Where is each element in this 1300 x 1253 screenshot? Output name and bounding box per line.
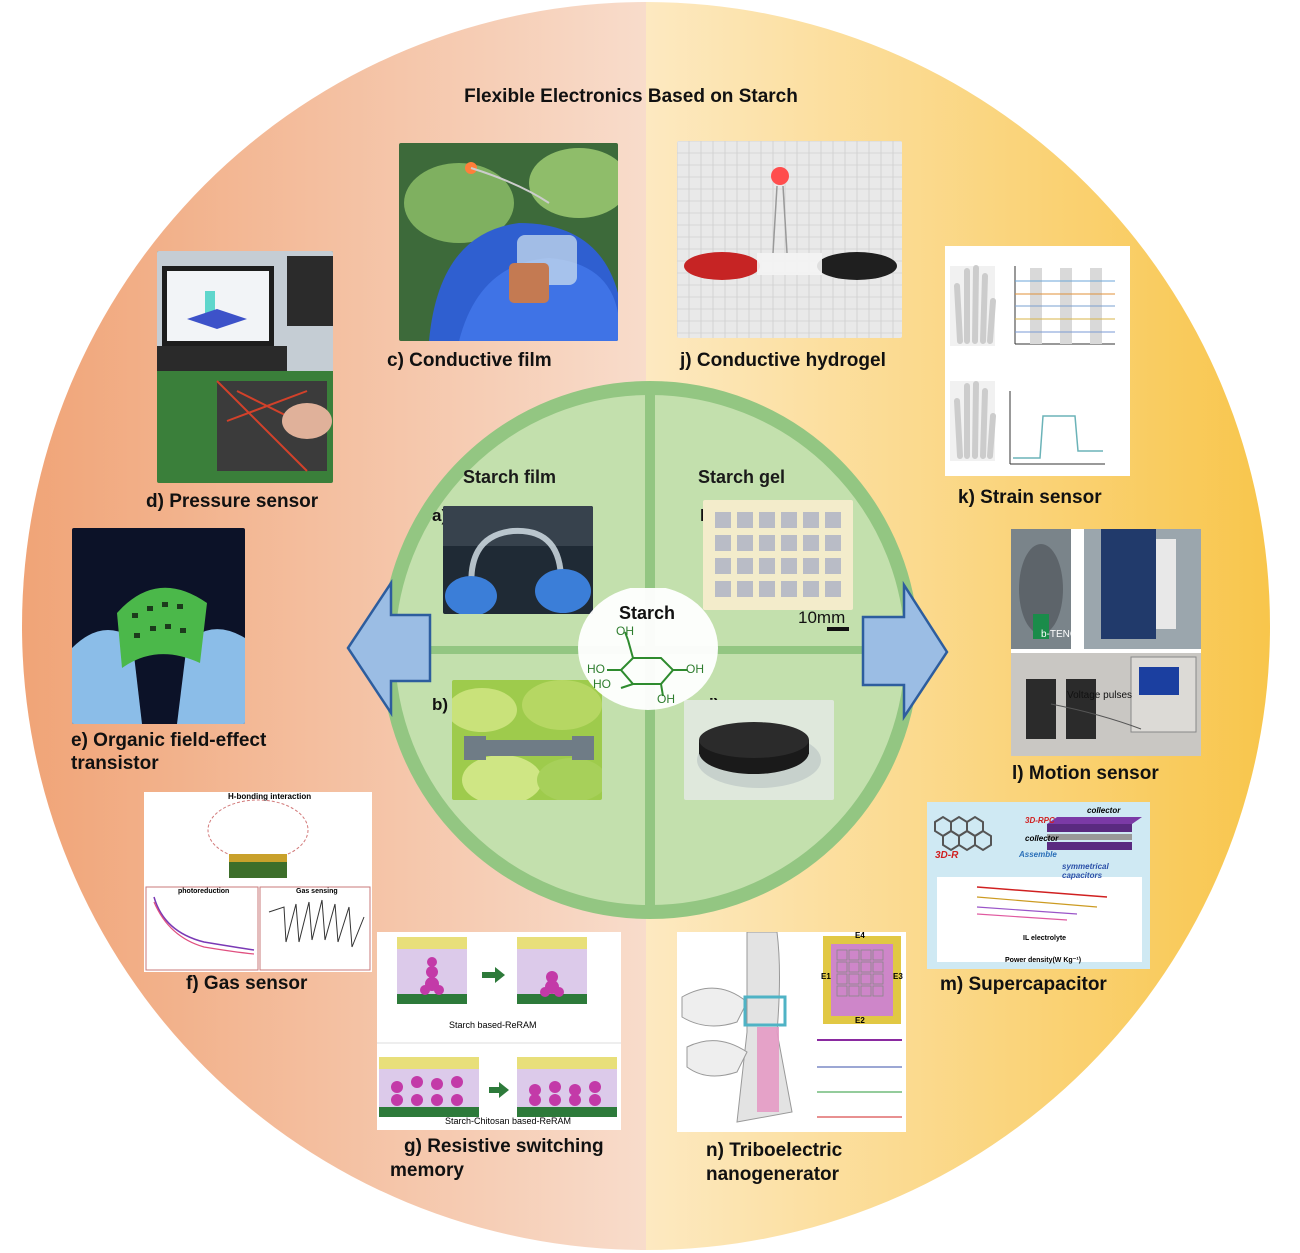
gel-grid-cell xyxy=(825,581,841,597)
label-e-line2: transistor xyxy=(71,753,159,774)
gel-grid-cell xyxy=(715,558,731,574)
gel-grid-cell xyxy=(759,535,775,551)
strain-sensor-figure xyxy=(945,246,1130,476)
n-e1-side: E1 xyxy=(821,972,831,981)
supercapacitor-figure: 3D-R 3D-RPC collector collector Assemble… xyxy=(927,802,1150,969)
m-collector-mid: collector xyxy=(1025,834,1059,843)
gel-grid-cell xyxy=(737,535,753,551)
gel-grid-cell xyxy=(803,581,819,597)
hydrogel-part xyxy=(684,252,760,280)
pressure-sensor-photo xyxy=(157,251,333,483)
molecule-oh-bottom: OH xyxy=(657,692,675,706)
hydrogel-part xyxy=(817,252,897,280)
gel-grid-cell xyxy=(737,558,753,574)
f-left-label: photoreduction xyxy=(178,888,230,895)
gel-grid-cell xyxy=(781,512,797,528)
gel-grid-cell xyxy=(825,558,841,574)
right-arrow xyxy=(861,580,949,722)
label-c: c) Conductive film xyxy=(387,350,552,371)
l-pulse-label: Voltage pulses xyxy=(1067,690,1133,701)
gel-grid-cell xyxy=(803,512,819,528)
m-xlabel: Power density(W Kg⁻¹) xyxy=(1005,957,1082,964)
hydrogel-part xyxy=(772,185,778,254)
f-top-label: H-bonding interaction xyxy=(228,792,312,801)
led xyxy=(771,167,789,185)
label-l: l) Motion sensor xyxy=(1012,763,1159,784)
m-sym-label: symmetrical capacitors xyxy=(1062,862,1109,880)
gel-grid-cell xyxy=(715,581,731,597)
molecule-oh-top: OH xyxy=(616,624,634,638)
molecule-ho-left2: HO xyxy=(593,677,611,691)
m-il-label: IL electrolyte xyxy=(1023,935,1067,942)
gel-grid-cell xyxy=(825,535,841,551)
label-n-line2: nanogenerator xyxy=(706,1164,840,1185)
label-j: j) Conductive hydrogel xyxy=(680,350,886,371)
gel-grid-cell xyxy=(803,558,819,574)
n-e4-top: E4 xyxy=(855,932,865,940)
conductive-hydrogel-photo xyxy=(677,141,902,338)
starch-film-photo xyxy=(443,506,593,614)
motion-sensor-figure: b-TENG Voltage pulses xyxy=(1011,529,1201,756)
gel-grid-cell xyxy=(781,535,797,551)
gel-grid-cell xyxy=(715,512,731,528)
gel-grid-cell xyxy=(825,512,841,528)
label-m: m) Supercapacitor xyxy=(940,974,1107,995)
m-collector-top: collector xyxy=(1087,806,1121,815)
m-3drpc-label: 3D-RPC xyxy=(1025,816,1055,825)
gel-grid-cell xyxy=(715,535,731,551)
hydrogel-part xyxy=(782,185,788,254)
molecule-oh-right: OH xyxy=(686,662,704,676)
label-g-line1: g) Resistive switching xyxy=(404,1136,604,1157)
starch-molecule xyxy=(578,588,718,710)
gel-grid-cell xyxy=(759,558,775,574)
gel-grid-cell xyxy=(803,535,819,551)
gas-sensor-figure: H-bonding interaction photoreduction Gas… xyxy=(144,792,372,972)
teng-figure: E4 E1 E3 E2 xyxy=(677,932,906,1132)
conductive-film-photo xyxy=(399,143,618,341)
starch-film-label: Starch film xyxy=(463,467,557,487)
g-bottom-caption: Starch-Chitosan based-ReRAM xyxy=(445,1116,572,1126)
gel-grid-cell xyxy=(737,512,753,528)
starch-gel-grid-photo xyxy=(703,500,853,610)
molecule-ho-left: HO xyxy=(587,662,605,676)
hydrogel-part xyxy=(757,253,822,275)
starch-gel-label: Starch gel xyxy=(698,467,786,487)
m-3dr-label: 3D-R xyxy=(935,850,959,861)
scale-label: 10mm xyxy=(798,608,846,627)
label-n-line1: n) Triboelectric xyxy=(706,1140,843,1161)
starch-gel-disc-photo xyxy=(684,700,834,800)
starch-film-leaves-photo xyxy=(452,680,602,800)
label-g-line2: memory xyxy=(390,1160,464,1181)
scale-bar xyxy=(827,627,849,631)
left-arrow xyxy=(346,578,432,718)
label-b: b) xyxy=(432,695,449,714)
gel-grid-cell xyxy=(781,558,797,574)
l-teng-label: b-TENG xyxy=(1041,629,1078,640)
n-e3-side: E3 xyxy=(893,972,903,981)
label-e-line1: e) Organic field-effect xyxy=(71,730,267,751)
n-e2-bottom: E2 xyxy=(855,1016,865,1025)
gel-grid-cell xyxy=(759,512,775,528)
gel-grid-cell xyxy=(759,581,775,597)
starch-center-label: Starch xyxy=(619,603,676,623)
f-right-label: Gas sensing xyxy=(296,888,338,895)
label-d: d) Pressure sensor xyxy=(146,491,319,512)
gel-grid-cell xyxy=(737,581,753,597)
label-k: k) Strain sensor xyxy=(958,487,1102,508)
ofet-photo xyxy=(72,528,245,724)
reram-figure: Starch based-ReRAM Starch-Chitosan based… xyxy=(377,932,621,1130)
m-assemble-label: Assemble xyxy=(1019,850,1057,859)
label-f: f) Gas sensor xyxy=(186,973,308,994)
gel-grid-cell xyxy=(781,581,797,597)
figure-title: Flexible Electronics Based on Starch xyxy=(464,86,798,107)
g-top-caption: Starch based-ReRAM xyxy=(449,1020,537,1030)
